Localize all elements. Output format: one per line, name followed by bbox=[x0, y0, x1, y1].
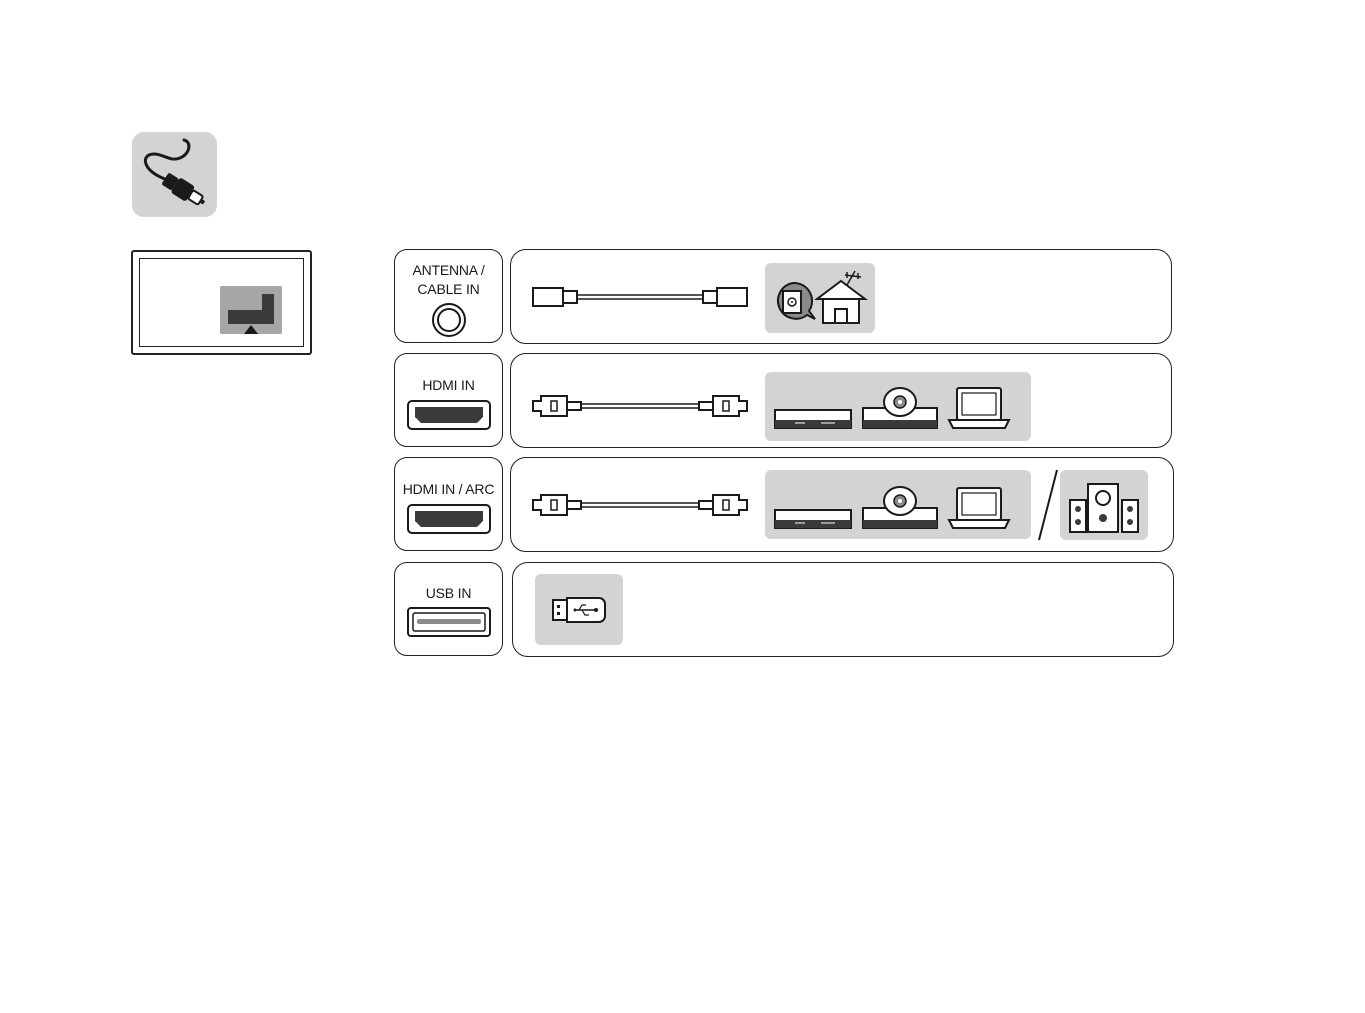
hdmi-devices-panel bbox=[765, 372, 1031, 441]
antenna-port-label-1: ANTENNA / bbox=[395, 261, 502, 280]
house-antenna-icon bbox=[817, 271, 865, 323]
hdmi-arc-devices-panel bbox=[765, 470, 1031, 539]
hdmi-arc-port-label: HDMI IN / ARC bbox=[395, 480, 502, 499]
wall-outlet-icon bbox=[778, 283, 815, 319]
hdmi-cable-icon bbox=[531, 393, 749, 419]
coax-jack-icon bbox=[431, 302, 467, 338]
cable-icon bbox=[132, 132, 217, 217]
usb-connection-box bbox=[512, 562, 1174, 657]
usb-port-label: USB IN bbox=[395, 584, 502, 603]
usb-drive-icon bbox=[535, 574, 623, 645]
set-top-box-icon bbox=[775, 510, 851, 528]
hdmi-connection-box bbox=[510, 353, 1172, 448]
laptop-icon bbox=[949, 388, 1009, 428]
tv-back-panel-icon bbox=[131, 250, 312, 355]
dvd-player-icon bbox=[863, 487, 937, 528]
hdmi-port-label: HDMI IN bbox=[395, 376, 502, 395]
connection-area-highlight bbox=[220, 286, 282, 334]
speaker-system-panel bbox=[1060, 470, 1148, 540]
antenna-source-panel bbox=[765, 263, 875, 333]
usb-port-box: USB IN bbox=[394, 562, 503, 656]
coax-cable-icon bbox=[531, 284, 751, 310]
usb-drive-panel bbox=[535, 574, 623, 645]
antenna-connection-box bbox=[510, 249, 1172, 344]
antenna-port-box: ANTENNA / CABLE IN bbox=[394, 249, 503, 343]
hdmi-arc-connection-box bbox=[510, 457, 1174, 552]
dvd-player-icon bbox=[863, 388, 937, 428]
laptop-icon bbox=[949, 488, 1009, 528]
hdmi-arc-port-box: HDMI IN / ARC bbox=[394, 457, 503, 551]
usb-port-icon bbox=[407, 607, 491, 637]
hdmi-arc-port-icon bbox=[407, 504, 491, 534]
hdmi-cable-icon bbox=[531, 492, 749, 518]
hdmi-port-box: HDMI IN bbox=[394, 353, 503, 447]
hdmi-port-icon bbox=[407, 400, 491, 430]
divider-slash bbox=[1035, 468, 1061, 542]
speaker-system-icon bbox=[1060, 470, 1148, 540]
antenna-port-label-2: CABLE IN bbox=[395, 280, 502, 299]
set-top-box-icon bbox=[775, 410, 851, 428]
